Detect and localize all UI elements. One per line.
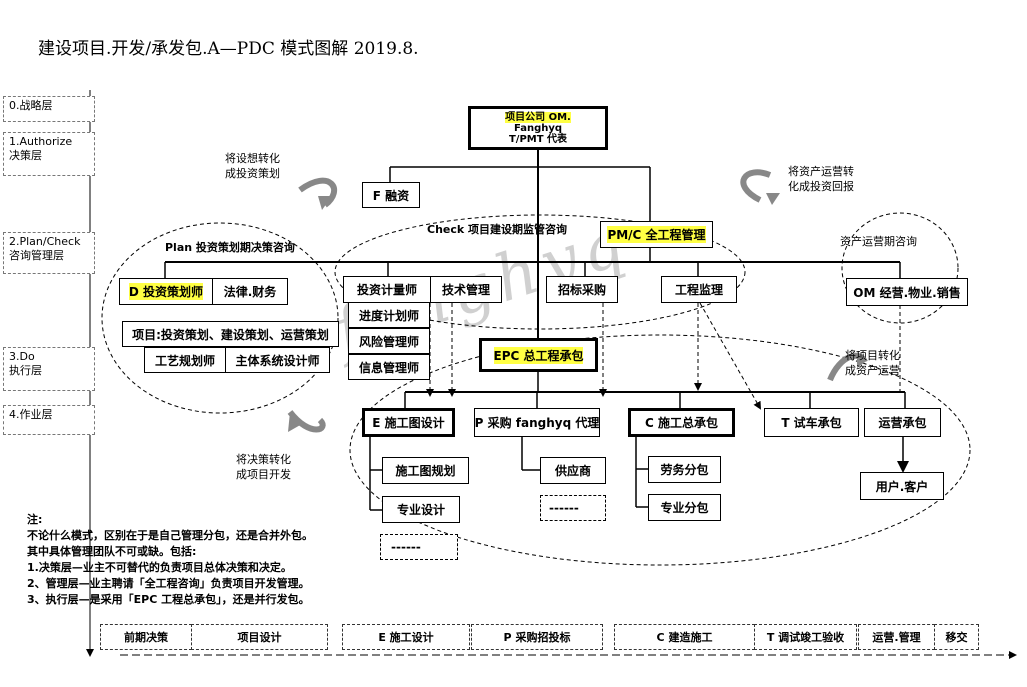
- schedule-planner-node: 进度计划师: [348, 302, 430, 328]
- note-line: 1.决策层—业主不可替代的负责项目总体决策和决定。: [27, 561, 292, 574]
- phase-p-procurement: P 采购招投标: [471, 624, 603, 650]
- label-line: 成资产运营: [845, 364, 900, 377]
- level-4-operation: 4.作业层: [3, 405, 95, 435]
- asset-ops-consult-label: 资产运营期咨询: [840, 235, 917, 248]
- idea-to-plan-label: 将设想转化 成投资策划: [225, 151, 280, 181]
- level-2-plan-check: 2.Plan/Check 咨询管理层: [3, 232, 95, 274]
- note-line: 注:: [27, 513, 43, 526]
- note-line: 不论什么模式，区别在于是自己管理分包，还是合并外包。: [27, 529, 313, 542]
- label-line: 将设想转化: [225, 152, 280, 165]
- project-policy-node: 项目:投资策划、建设策划、运营策划: [122, 321, 339, 347]
- level-0-strategy: 0.战略层: [3, 96, 95, 122]
- phase-e-design: E 施工设计: [342, 624, 470, 650]
- supplier-node: 供应商: [540, 457, 606, 484]
- level-label: 4.作业层: [9, 408, 53, 421]
- node-line: Fanghyq: [513, 122, 563, 134]
- decision-to-dev-label: 将决策转化 成项目开发: [236, 452, 291, 482]
- level-3-do: 3.Do 执行层: [3, 347, 95, 391]
- node-label: D 投资策划师: [128, 283, 204, 300]
- level-label: 1.Authorize: [9, 135, 73, 148]
- project-company-node: 项目公司 OM. Fanghyq T/PMT 代表: [468, 106, 608, 150]
- pro-design-node: 专业设计: [382, 496, 460, 523]
- label-line: 成投资策划: [225, 167, 280, 180]
- level-sublabel: 执行层: [9, 364, 42, 377]
- label-line: 将项目转化: [845, 349, 900, 362]
- level-label: 0.战略层: [9, 99, 53, 112]
- node-line: 项目公司 OM.: [505, 111, 571, 123]
- process-planner-node: 工艺规划师: [144, 347, 226, 373]
- risk-manager-node: 风险管理师: [348, 328, 430, 354]
- tender-node: 招标采购: [546, 276, 618, 303]
- drawing-plan-node: 施工图规划: [382, 457, 469, 484]
- notes-block: 注: 不论什么模式，区别在于是自己管理分包，还是合并外包。 其中具体管理团队不可…: [27, 512, 313, 608]
- e-more-node: ------: [380, 534, 458, 560]
- node-line: T/PMT 代表: [508, 133, 568, 145]
- label-line: 将资产运营转: [788, 165, 854, 178]
- pro-sub-node: 专业分包: [648, 494, 721, 521]
- ops-contract-node: 运营承包: [864, 408, 941, 437]
- level-label: 3.Do: [9, 350, 35, 363]
- finance-node: F 融资: [362, 182, 420, 208]
- note-line: 3、执行层—是采用「EPC 工程总承包」，还是并行发包。: [27, 593, 310, 606]
- note-line: 2、管理层—业主聘请「全工程咨询」负责项目开发管理。: [27, 577, 310, 590]
- node-label: EPC 总工程承包: [493, 346, 584, 364]
- t-trial-node: T 试车承包: [764, 408, 859, 437]
- user-customer-node: 用户.客户: [860, 472, 944, 500]
- invest-planner-node: D 投资策划师: [119, 278, 213, 305]
- phase-c-construction: C 建造施工: [614, 624, 755, 650]
- phase-project-design: 项目设计: [191, 624, 328, 650]
- check-consult-label: Check 项目建设期监管咨询: [427, 223, 568, 236]
- level-sublabel: 咨询管理层: [9, 249, 64, 262]
- page-title: 建设项目.开发/承发包.A—PDC 模式图解 2019.8.: [38, 39, 419, 59]
- cost-engineer-node: 投资计量师: [343, 276, 431, 303]
- c-contract-node: C 施工总承包: [628, 408, 735, 437]
- e-design-node: E 施工图设计: [362, 408, 455, 437]
- phase-handover: 移交: [934, 624, 979, 650]
- system-designer-node: 主体系统设计师: [225, 347, 330, 373]
- epc-node: EPC 总工程承包: [479, 338, 598, 372]
- tech-mgmt-node: 技术管理: [430, 276, 502, 303]
- node-label: PM/C 全工程管理: [607, 226, 706, 243]
- phase-operation: 运营.管理: [858, 624, 935, 650]
- level-sublabel: 决策层: [9, 149, 42, 162]
- level-label: 2.Plan/Check: [9, 235, 81, 248]
- info-manager-node: 信息管理师: [348, 354, 430, 380]
- labor-sub-node: 劳务分包: [648, 456, 721, 483]
- p-procurement-node: P 采购 fanghyq 代理: [474, 408, 600, 437]
- phase-pre-decision: 前期决策: [100, 624, 192, 650]
- plan-consult-label: Plan 投资策划期决策咨询: [165, 241, 295, 254]
- supervision-node: 工程监理: [661, 276, 737, 303]
- project-to-asset-label: 将项目转化 成资产运营: [845, 348, 900, 378]
- note-line: 其中具体管理团队不可或缺。包括:: [27, 545, 197, 558]
- level-1-authorize: 1.Authorize 决策层: [3, 132, 95, 176]
- label-line: 化成投资回报: [788, 180, 854, 193]
- legal-finance-node: 法律.财务: [212, 278, 288, 305]
- p-more-node: ------: [540, 495, 606, 521]
- pmc-node: PM/C 全工程管理: [600, 221, 713, 248]
- om-ops-node: OM 经营.物业.销售: [846, 278, 968, 306]
- asset-to-return-label: 将资产运营转 化成投资回报: [788, 164, 854, 194]
- label-line: 成项目开发: [236, 468, 291, 481]
- label-line: 将决策转化: [236, 453, 291, 466]
- phase-t-commissioning: T 调试竣工验收: [754, 624, 857, 650]
